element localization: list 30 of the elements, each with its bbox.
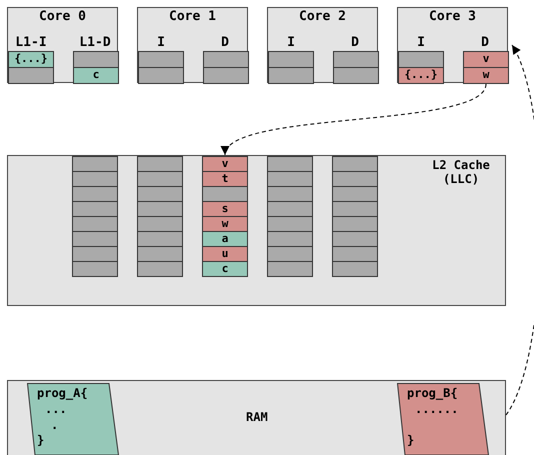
cache-panel — [7, 155, 506, 306]
code-line: } — [37, 433, 44, 447]
core-panel — [7, 7, 118, 83]
core-title: Core 0 — [38, 9, 87, 24]
core-title: Core 2 — [298, 9, 347, 24]
code-line: . — [51, 418, 58, 432]
dashed-arrow — [506, 44, 534, 416]
code-line: ... — [45, 402, 67, 416]
cache-title: L2 Cache (LLC) — [431, 158, 491, 186]
column-label: I — [416, 35, 426, 50]
code-line: ...... — [415, 402, 458, 416]
memory-panel — [7, 380, 506, 455]
code-line: prog_A{ — [37, 386, 88, 400]
column-label: I — [156, 35, 166, 50]
memory-title: RAM — [246, 410, 268, 424]
column-label: L1-D — [78, 35, 112, 50]
core-title: Core 3 — [428, 9, 477, 24]
column-label: L1-I — [14, 35, 48, 50]
core-panel — [267, 7, 378, 83]
column-label: D — [480, 35, 490, 50]
core-panel — [397, 7, 508, 83]
column-label: D — [220, 35, 230, 50]
code-card — [397, 383, 489, 455]
core-panel — [137, 7, 248, 83]
code-card — [27, 383, 119, 455]
code-line: prog_B{ — [407, 386, 458, 400]
code-line: } — [407, 433, 414, 447]
core-title: Core 1 — [168, 9, 217, 24]
column-label: I — [286, 35, 296, 50]
column-label: D — [350, 35, 360, 50]
